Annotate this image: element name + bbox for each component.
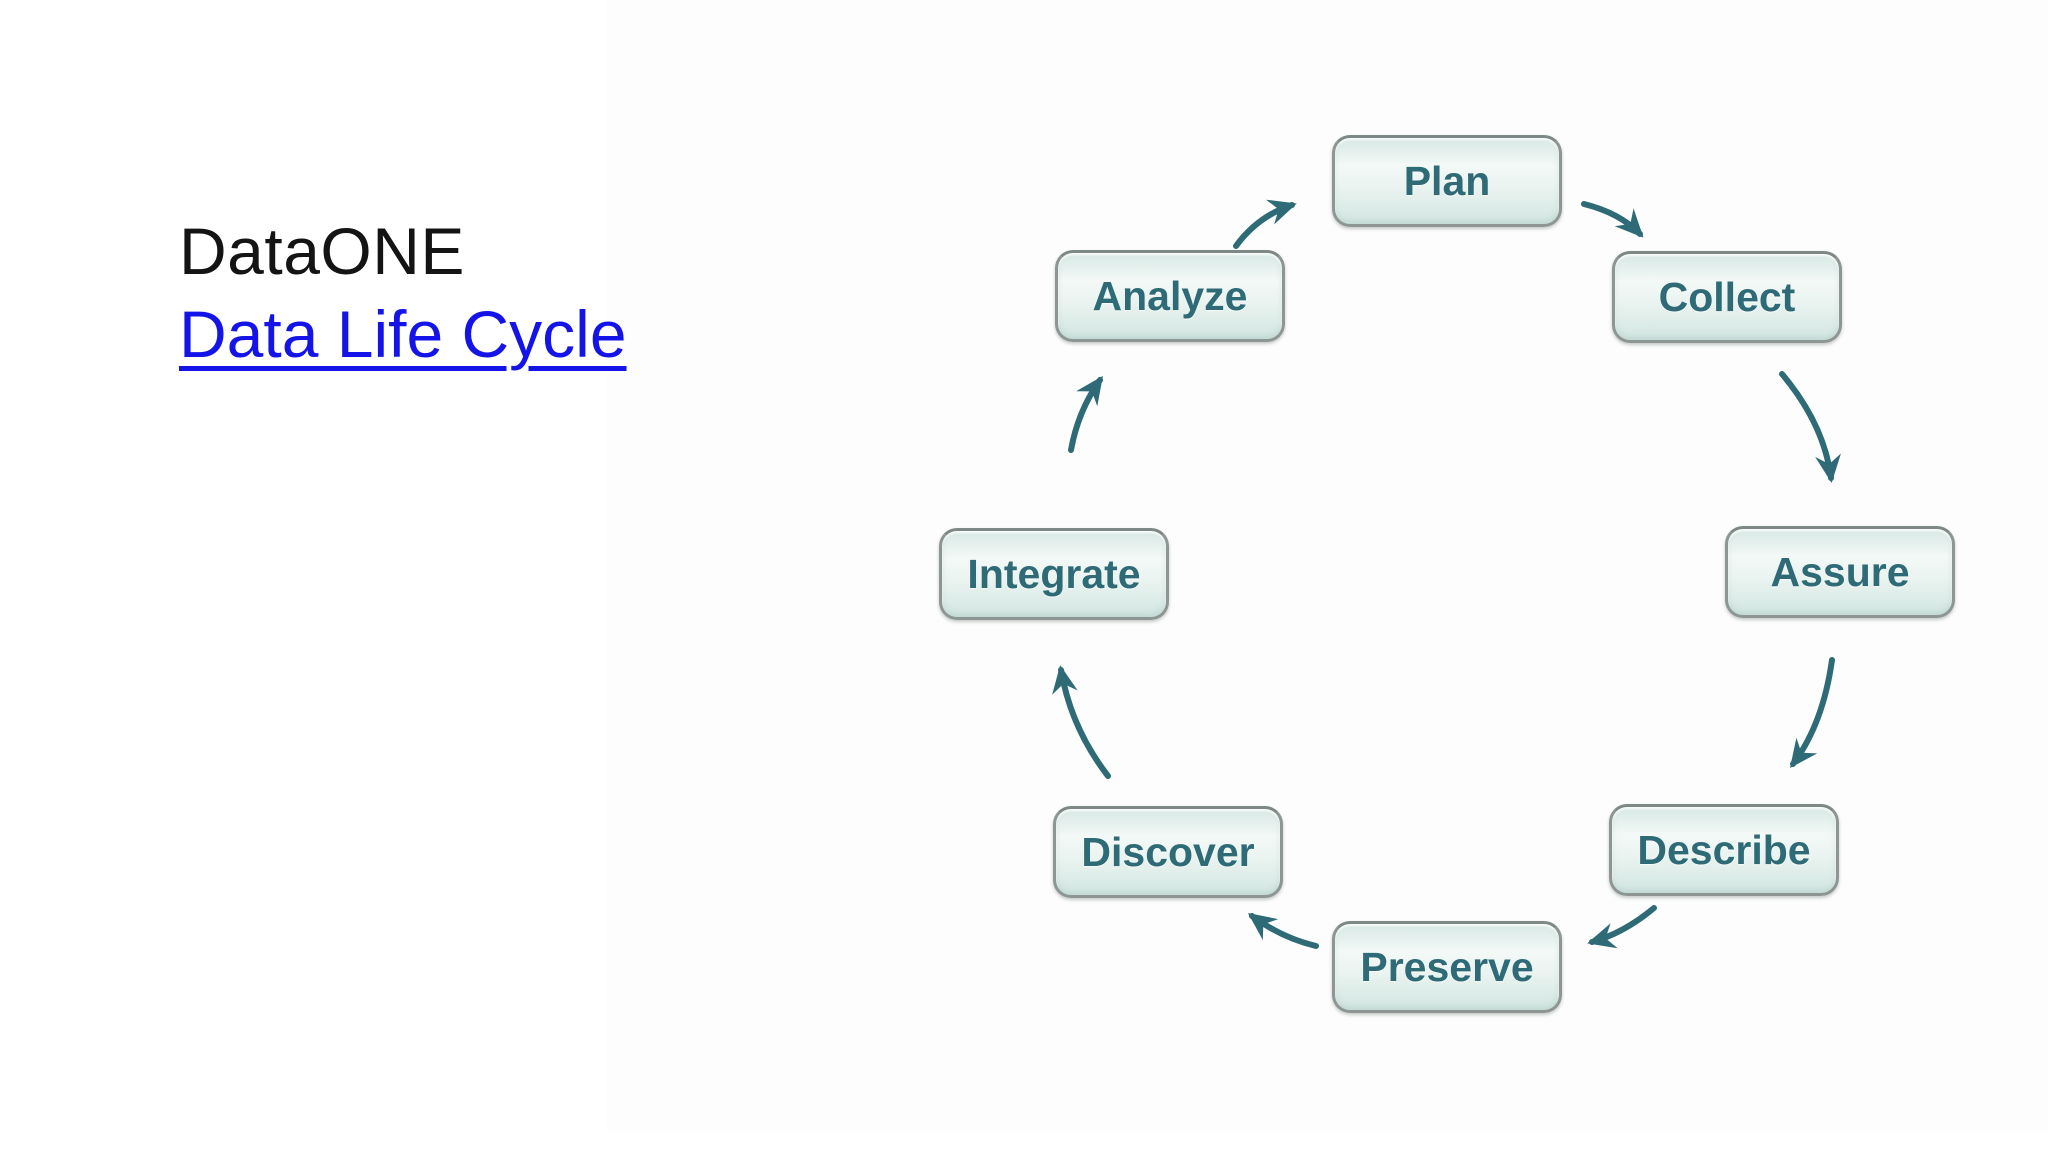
node-preserve-label: Preserve <box>1360 943 1534 990</box>
node-integrate: Integrate <box>939 528 1169 620</box>
data-life-cycle-link[interactable]: Data Life Cycle <box>179 297 627 372</box>
node-analyze-label: Analyze <box>1092 272 1248 319</box>
node-assure-label: Assure <box>1770 548 1910 595</box>
title-block: DataONE Data Life Cycle <box>179 210 627 376</box>
node-describe-label: Describe <box>1637 826 1811 873</box>
node-preserve: Preserve <box>1332 921 1562 1013</box>
node-integrate-label: Integrate <box>967 550 1141 597</box>
page-title: DataONE <box>179 214 465 288</box>
node-discover: Discover <box>1053 806 1283 898</box>
node-describe: Describe <box>1609 804 1839 896</box>
node-collect: Collect <box>1612 251 1842 343</box>
node-discover-label: Discover <box>1081 828 1255 875</box>
node-analyze: Analyze <box>1055 250 1285 342</box>
node-plan-label: Plan <box>1403 157 1491 204</box>
node-collect-label: Collect <box>1658 273 1796 320</box>
node-assure: Assure <box>1725 526 1955 618</box>
node-plan: Plan <box>1332 135 1562 227</box>
